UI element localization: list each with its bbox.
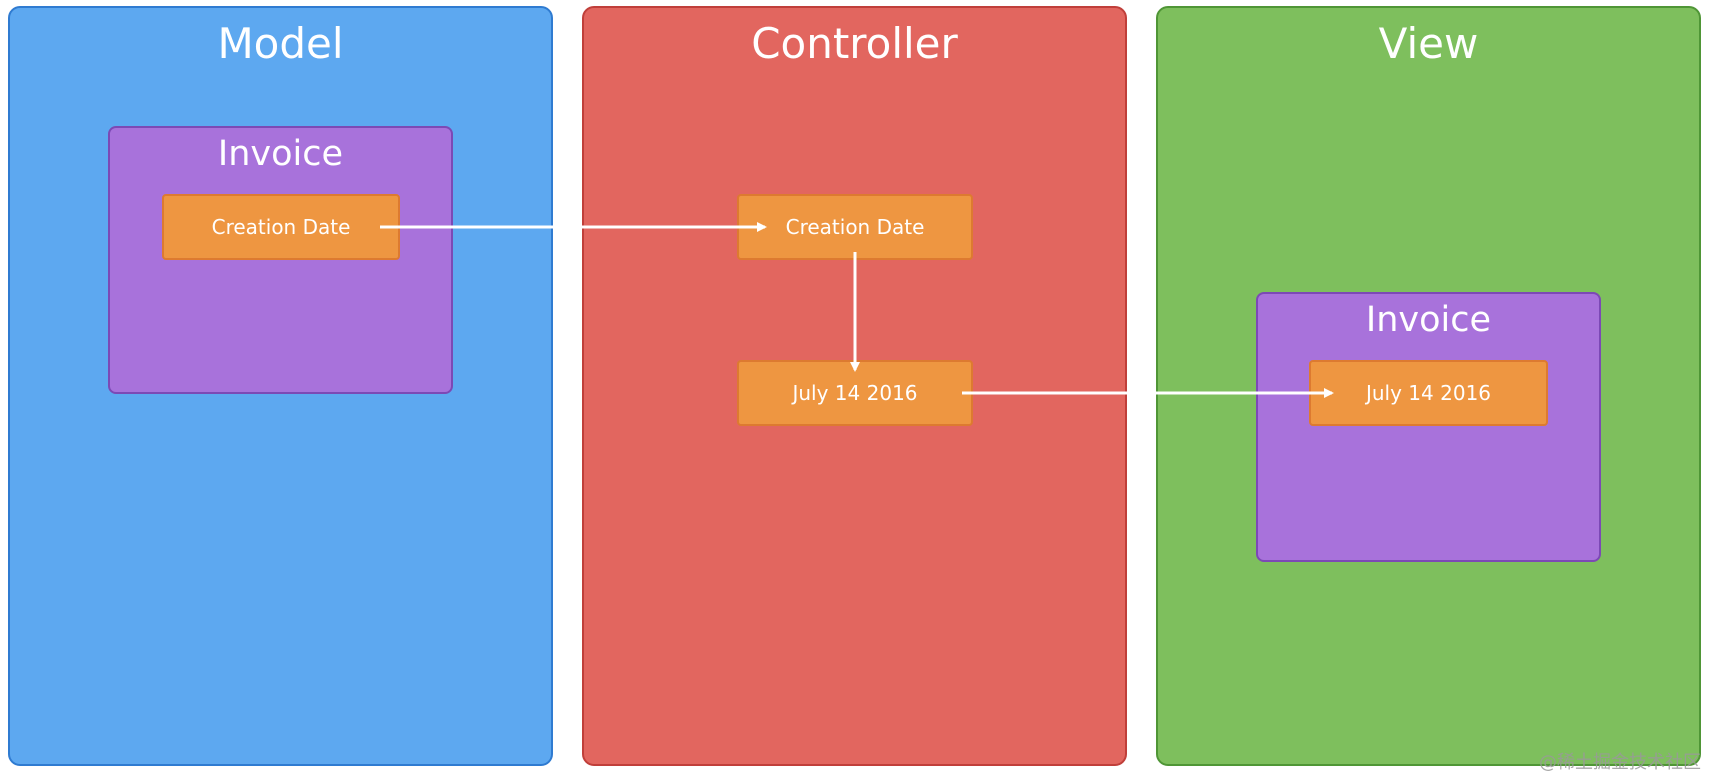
watermark: @稀土掘金技术社区: [1539, 752, 1701, 773]
view-date-field: July 14 2016: [1309, 360, 1548, 426]
controller-creation-date-field: Creation Date: [737, 194, 973, 260]
view-title: View: [1378, 19, 1479, 68]
controller-title: Controller: [751, 19, 958, 68]
model-creation-date-field: Creation Date: [162, 194, 400, 260]
model-title: Model: [217, 19, 344, 68]
controller-formatted-date-field: July 14 2016: [737, 360, 973, 426]
model-invoice-title: Invoice: [217, 134, 344, 174]
view-invoice-entity: Invoice: [1256, 292, 1601, 562]
model-invoice-entity: Invoice: [108, 126, 453, 394]
view-invoice-title: Invoice: [1365, 300, 1492, 340]
